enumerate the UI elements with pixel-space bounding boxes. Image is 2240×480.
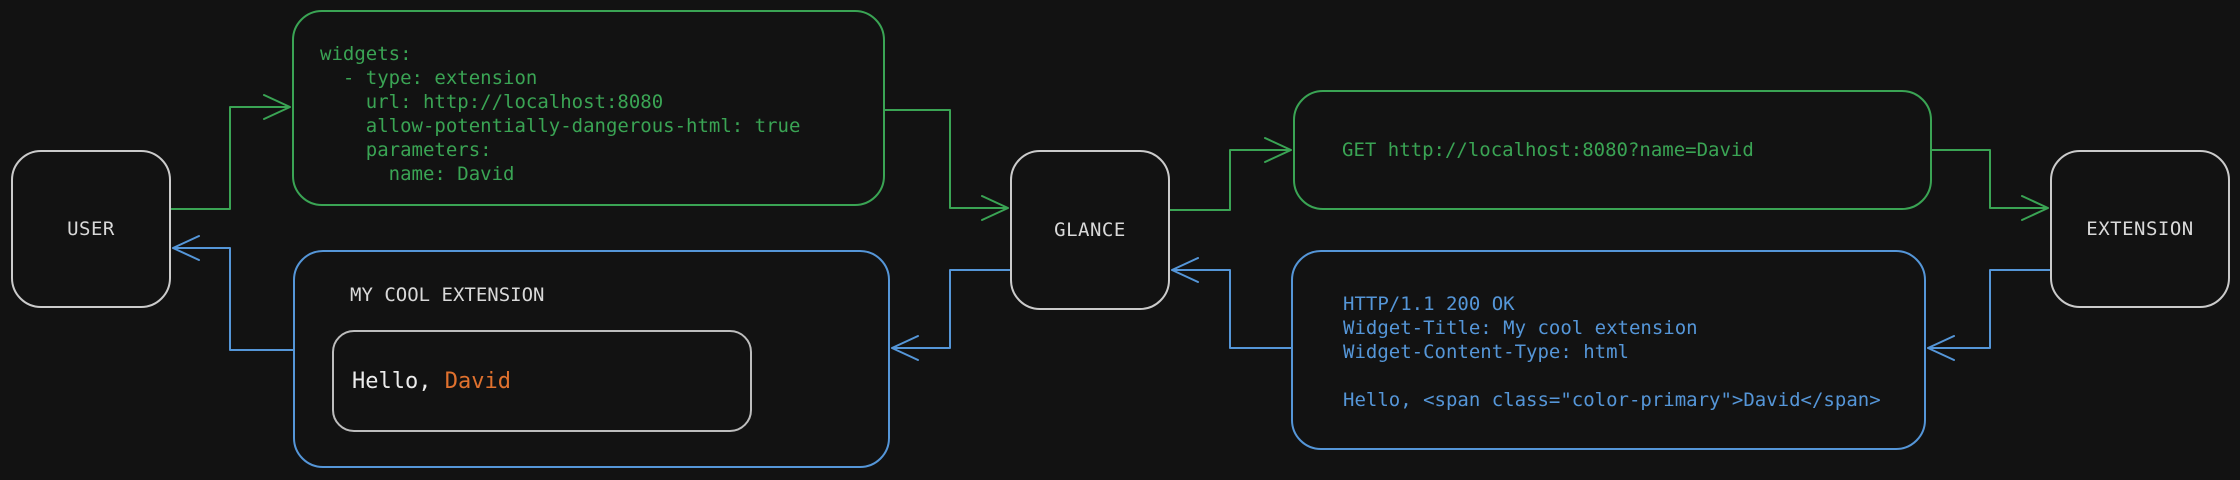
config-yaml-line: allow-potentially-dangerous-html: true [320,115,801,137]
arrow-widget-to-user [172,235,294,351]
glance-node: GLANCE [1010,150,1170,310]
arrow-request-to-extension [1931,149,2049,221]
http-request-box: GET http://localhost:8080?name=David [1293,90,1932,210]
extension-node-label: EXTENSION [2086,218,2194,240]
arrow-response-to-glance [1171,257,1292,349]
http-response-line [1343,364,1924,388]
config-yaml-line: - type: extension [320,67,538,89]
config-yaml-line: url: http://localhost:8080 [320,91,664,113]
arrow-glance-to-widget [891,269,1011,361]
http-response-line: Widget-Content-Type: html [1343,341,1629,363]
widget-preview-box: MY COOL EXTENSION Hello, David [293,250,890,468]
arrow-config-to-glance [884,109,1009,221]
extension-node: EXTENSION [2050,150,2230,308]
widget-inner-box: Hello, David [332,330,752,432]
user-node: USER [11,150,171,308]
http-response-line: HTTP/1.1 200 OK [1343,293,1515,315]
widget-title: MY COOL EXTENSION [350,284,545,306]
arrow-user-to-config [170,94,291,210]
http-request-text: GET http://localhost:8080?name=David [1342,139,1754,161]
config-yaml-line: name: David [320,163,515,185]
config-yaml-box: widgets: - type: extension url: http://l… [292,10,885,206]
config-yaml-line: widgets: [320,43,412,65]
glance-node-label: GLANCE [1054,219,1126,241]
greeting-name: David [444,368,511,394]
arrow-extension-to-response [1927,269,2051,361]
arrow-glance-to-request [1169,137,1292,211]
http-response-line: Widget-Title: My cool extension [1343,317,1698,339]
greeting-text: Hello, [352,368,445,394]
config-yaml-line: parameters: [320,139,492,161]
http-response-box: HTTP/1.1 200 OK Widget-Title: My cool ex… [1291,250,1926,450]
user-node-label: USER [67,218,115,240]
http-response-line: Hello, <span class="color-primary">David… [1343,389,1881,411]
